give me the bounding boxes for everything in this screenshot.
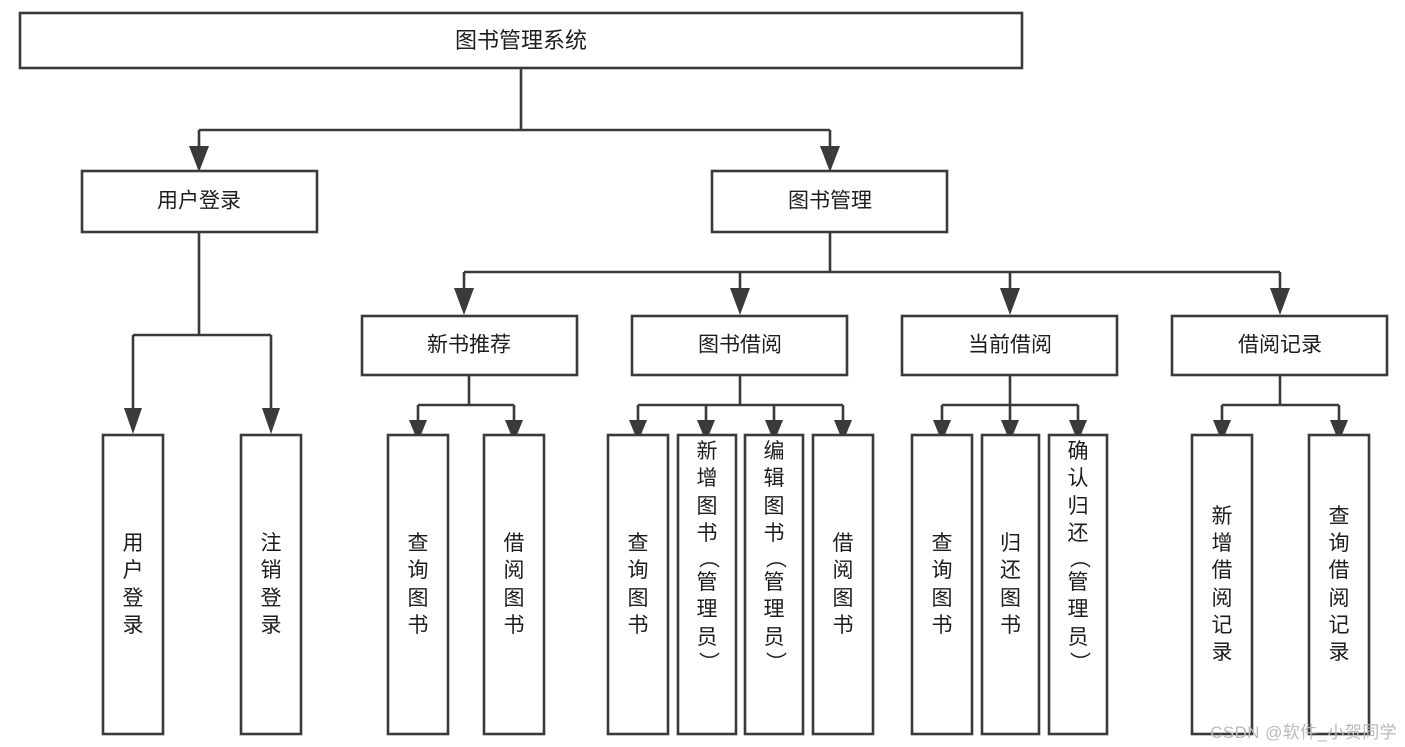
node-user-login[interactable]: 用户登录	[80, 169, 319, 234]
node-leaf-edit-book-box[interactable]	[743, 433, 805, 736]
node-book-borrow-label: 图书借阅	[698, 334, 782, 357]
arrow-head-icon	[505, 420, 523, 442]
arrow-head-icon	[454, 288, 474, 315]
node-current-borrow-label: 当前借阅	[968, 334, 1052, 357]
node-book-borrow-box[interactable]	[630, 314, 849, 377]
node-leaf-user-login-box[interactable]	[101, 433, 165, 736]
node-borrow-record-box[interactable]	[1170, 314, 1389, 377]
node-leaf-add-book-box[interactable]	[676, 433, 738, 736]
arrow-head-icon	[697, 420, 715, 442]
arrow-head-icon	[1001, 420, 1019, 442]
node-current-borrow-box[interactable]	[900, 314, 1119, 377]
arrow-head-icon	[1330, 420, 1348, 442]
leaf-boxes	[101, 433, 1371, 736]
node-current-borrow[interactable]: 当前借阅	[900, 314, 1119, 377]
node-leaf-query-book-3-box[interactable]	[910, 433, 974, 736]
arrow-head-icon	[933, 420, 951, 442]
node-leaf-return-book-box[interactable]	[980, 433, 1041, 736]
node-borrow-record-label: 借阅记录	[1238, 334, 1322, 357]
node-book-management-label: 图书管理	[788, 190, 872, 213]
node-root[interactable]: 图书管理系统	[18, 11, 1024, 70]
node-leaf-borrow-book-2-box[interactable]	[811, 433, 875, 736]
node-book-management-box[interactable]	[710, 169, 949, 234]
arrow-head-icon	[409, 420, 427, 442]
node-leaf-borrow-book-1-box[interactable]	[482, 433, 546, 736]
node-leaf-query-book-2-box[interactable]	[606, 433, 670, 736]
node-new-book-recommend-box[interactable]	[360, 314, 579, 377]
arrow-head-icon	[124, 408, 142, 434]
node-book-borrow[interactable]: 图书借阅	[630, 314, 849, 377]
node-new-book-recommend-label: 新书推荐	[427, 334, 511, 357]
node-borrow-record[interactable]: 借阅记录	[1170, 314, 1389, 377]
connectors	[131, 68, 1341, 420]
arrow-head-icon	[1000, 288, 1020, 315]
node-leaf-confirm-return-box[interactable]	[1047, 433, 1109, 736]
arrow-head-icon	[189, 146, 209, 172]
node-new-book-recommend[interactable]: 新书推荐	[360, 314, 579, 377]
arrow-head-icon	[262, 408, 280, 434]
arrow-head-icon	[1069, 420, 1087, 442]
arrow-head-icon	[820, 146, 840, 172]
node-leaf-query-book-1-box[interactable]	[386, 433, 450, 736]
node-user-login-label: 用户登录	[157, 190, 241, 213]
arrow-head-icon	[730, 288, 750, 315]
node-leaf-add-record-box[interactable]	[1190, 433, 1254, 736]
watermark-text: CSDN @软件_小贺同学	[1210, 723, 1397, 742]
arrow-head-icon	[834, 420, 852, 442]
arrow-head-icon	[1213, 420, 1231, 442]
node-root-box[interactable]	[18, 11, 1024, 70]
node-book-management[interactable]: 图书管理	[710, 169, 949, 234]
node-leaf-query-record-box[interactable]	[1307, 433, 1371, 736]
node-root-label: 图书管理系统	[455, 28, 587, 53]
arrow-head-icon	[765, 420, 783, 442]
node-user-login-box[interactable]	[80, 169, 319, 234]
arrow-head-icon	[629, 420, 647, 442]
arrow-head-icon	[1270, 288, 1290, 315]
node-leaf-logout-box[interactable]	[239, 433, 303, 736]
arrow-heads	[124, 146, 1348, 442]
